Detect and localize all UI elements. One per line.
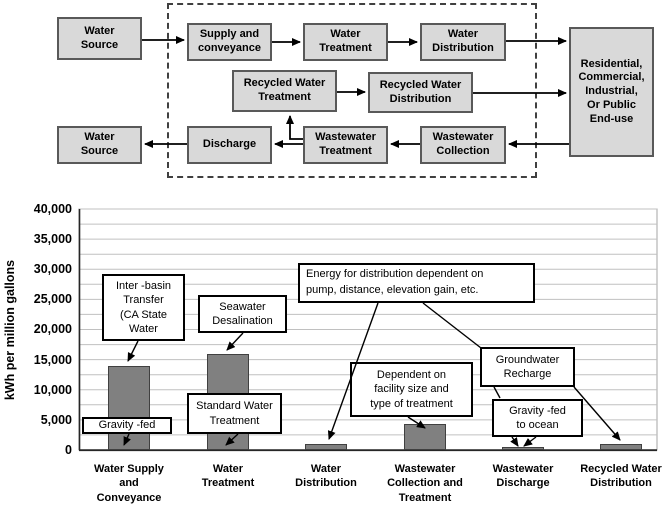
x-category-label: Recycled Water Distribution: [580, 463, 662, 490]
x-category-label: Wastewater Collection and Treatment: [387, 463, 463, 504]
annotation-dependent-on-facility: Dependent on facility size and type of t…: [350, 362, 473, 417]
flow-box-label: Recycled Water Distribution: [379, 78, 462, 105]
annotation-text: Standard Water Treatment: [196, 400, 273, 427]
x-category-label: Water Treatment: [201, 463, 255, 490]
x-category-label: Wastewater Discharge: [492, 463, 554, 490]
y-tick-label: 30,000: [33, 262, 72, 276]
flow-box-label: Wastewater Treatment: [315, 131, 376, 157]
flow-box-label: Wastewater Collection: [432, 131, 494, 157]
annotation-groundwater-recharge: Groundwater Recharge: [480, 347, 575, 387]
annotation-text: Gravity -fed to ocean: [509, 404, 566, 431]
annotation-seawater-desalination: Seawater Desalination: [198, 295, 287, 333]
annotation-inter-basin-transfer: Inter -basin Transfer (CA State Water: [102, 274, 185, 341]
x-category-label: Water Supply and Conveyance: [94, 463, 164, 504]
flow-box-label: Water Treatment: [319, 28, 372, 54]
annotation-energy-for-distribution: Energy for distribution dependent on pum…: [298, 263, 535, 303]
annotation-text: Energy for distribution dependent on pum…: [306, 268, 484, 296]
y-tick-label: 5,000: [40, 413, 72, 427]
flow-box-label: Water Source: [80, 131, 119, 157]
flow-box-label: Water Source: [80, 24, 119, 51]
annotation-text: Inter -basin Transfer (CA State Water: [115, 279, 172, 335]
annotation-gravity-fed: Gravity -fed: [82, 417, 172, 434]
flow-box-recycled-water-treatment: Recycled Water Treatment: [232, 70, 337, 112]
flow-box-recycled-water-distribution: Recycled Water Distribution: [368, 72, 473, 113]
y-tick-label: 0: [65, 443, 72, 457]
annotation-text: Gravity -fed: [98, 419, 156, 432]
flow-box-discharge: Discharge: [187, 126, 272, 164]
flow-box-supply-and-conveyance: Supply and conveyance: [187, 23, 272, 61]
flow-box-wastewater-treatment: Wastewater Treatment: [303, 126, 388, 164]
flow-box-wastewater-collection: Wastewater Collection: [420, 126, 506, 164]
y-tick-label: 15,000: [33, 353, 72, 367]
y-tick-label: 20,000: [33, 322, 72, 336]
bar-wastewater-collection-and-treatment: [404, 424, 446, 450]
flow-box-label: Residential, Commercial, Industrial, Or …: [578, 57, 645, 125]
annotation-text: Seawater Desalination: [212, 300, 273, 327]
bar-water-distribution: [305, 444, 347, 450]
flow-box-label: Water Distribution: [432, 28, 494, 54]
flow-box-water-source-bottom: Water Source: [57, 126, 142, 164]
bar-water-supply-and-conveyance: [108, 365, 150, 450]
annotation-text: Groundwater Recharge: [495, 353, 560, 380]
annotation-gravity-fed-to-ocean: Gravity -fed to ocean: [492, 399, 583, 437]
flow-box-label: Recycled Water Treatment: [243, 77, 326, 103]
bar-wastewater-discharge: [502, 447, 544, 450]
x-category-label: Water Distribution: [295, 463, 357, 490]
flow-box-water-distribution: Water Distribution: [420, 23, 506, 61]
flow-box-label: Supply and conveyance: [198, 28, 261, 54]
flow-box-label: Discharge: [202, 138, 257, 151]
annotation-text: Dependent on facility size and type of t…: [370, 369, 453, 410]
y-tick-label: 10,000: [33, 383, 72, 397]
y-tick-label: 25,000: [33, 292, 72, 306]
y-tick-label: 35,000: [33, 232, 72, 246]
annotation-standard-water-treatment: Standard Water Treatment: [187, 393, 282, 434]
flow-box-end-use: Residential, Commercial, Industrial, Or …: [569, 27, 654, 157]
bar-recycled-water-distribution: [600, 444, 642, 450]
y-tick-label: 40,000: [33, 202, 72, 216]
flow-box-water-source-top: Water Source: [57, 17, 142, 60]
flow-box-water-treatment: Water Treatment: [303, 23, 388, 61]
system-boundary-dashed-frame: [167, 3, 537, 178]
